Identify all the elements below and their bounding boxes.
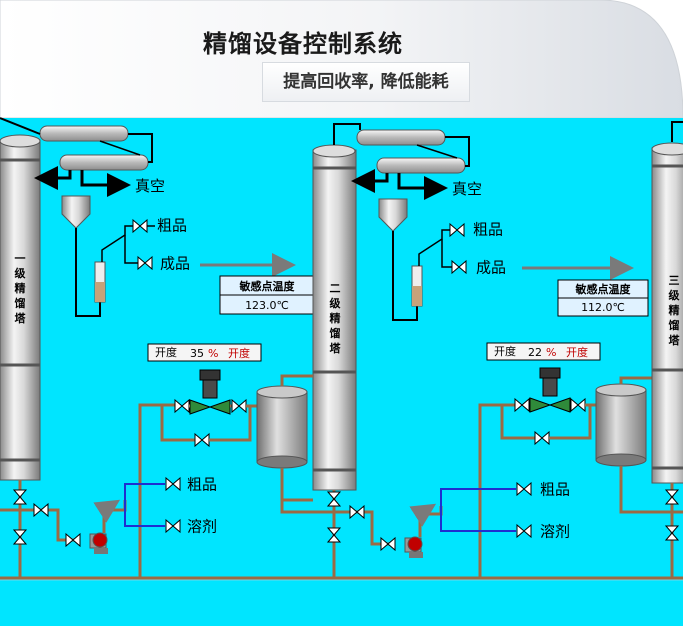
- feed-line-solvent-2: [440, 503, 516, 532]
- tower-1-label-char-4: 馏: [15, 296, 26, 310]
- crude-valve-2[interactable]: [449, 222, 465, 238]
- tower-3-label-char-2: 级: [668, 288, 681, 302]
- sensor-value-2: 112.0℃: [581, 301, 625, 314]
- tower-1-label-char-3: 精: [15, 281, 26, 295]
- drain-valve-1[interactable]: [33, 502, 49, 518]
- product-out-label-2: 成品: [476, 259, 506, 277]
- valve-2-left[interactable]: [514, 397, 530, 413]
- tower-2-label-char-4: 馏: [330, 326, 341, 340]
- reboiler-2[interactable]: [595, 389, 647, 461]
- subtitle-badge: 提高回收率, 降低能耗: [262, 62, 470, 102]
- feed-crude-label-1: 粗品: [187, 476, 217, 494]
- tower-3-label-char-1: 三: [669, 274, 680, 287]
- opening-label-1: 开度: [155, 345, 177, 359]
- opening-value-1: 35: [190, 347, 204, 360]
- crude-out-label-1: 粗品: [157, 217, 187, 235]
- opening-indicator-2: [486, 342, 601, 361]
- control-valve-2[interactable]: [529, 397, 571, 413]
- opening-indicator-1: [147, 343, 262, 362]
- reboiler-1[interactable]: [256, 391, 308, 463]
- condenser-1a[interactable]: [39, 125, 129, 142]
- feed-solvent-valve-2[interactable]: [516, 523, 532, 539]
- bottom-valve-1b[interactable]: [12, 529, 28, 545]
- tower-3-column[interactable]: [651, 147, 683, 484]
- vacuum-label-1: 真空: [135, 177, 165, 195]
- unit-1: 一 级 精 馏 塔 真空: [0, 117, 316, 578]
- page-title: 精馏设备控制系统: [203, 30, 403, 58]
- feed-line-crude-1: [124, 483, 165, 497]
- feed-line-solvent-1: [124, 497, 165, 527]
- bottom-valve-2b[interactable]: [326, 527, 342, 543]
- condenser-1b[interactable]: [59, 154, 149, 171]
- bottom-valve-3b[interactable]: [664, 525, 680, 541]
- feed-solvent-valve-1[interactable]: [165, 518, 181, 534]
- opening-value-2: 22: [528, 346, 542, 359]
- feed-crude-label-2: 粗品: [540, 481, 570, 499]
- product-out-label-1: 成品: [160, 255, 190, 273]
- bottom-valve-1a[interactable]: [12, 489, 28, 505]
- bottom-valve-2a[interactable]: [326, 491, 342, 507]
- condenser-2a[interactable]: [356, 129, 446, 146]
- separator-1[interactable]: [61, 195, 91, 229]
- tower-1-label-char-5: 塔: [15, 311, 27, 325]
- feed-crude-valve-2[interactable]: [516, 481, 532, 497]
- sensor-title-1: 敏感点温度: [239, 279, 296, 293]
- pump-1[interactable]: [89, 532, 108, 554]
- bottom-valve-3a[interactable]: [664, 489, 680, 505]
- feed-line-crude-2: [440, 488, 516, 503]
- tower-3-label-char-3: 精: [669, 303, 680, 317]
- feed-solvent-label-1: 溶剂: [187, 518, 217, 536]
- crude-out-label-2: 粗品: [473, 221, 503, 239]
- unit-3: 三 级 精 馏 塔: [619, 121, 683, 578]
- product-valve-1[interactable]: [137, 255, 153, 271]
- vacuum-label-2: 真空: [452, 180, 482, 198]
- tower-2-label-char-3: 精: [330, 311, 341, 325]
- product-valve-2[interactable]: [451, 259, 467, 275]
- pump-2[interactable]: [404, 536, 423, 558]
- sensor-title-2: 敏感点温度: [575, 282, 632, 296]
- tower-2-label-char-5: 塔: [330, 341, 342, 355]
- pump-inlet-valve-1[interactable]: [65, 532, 81, 548]
- opening-unit-1: %: [208, 347, 218, 360]
- opening-unit-2: %: [546, 346, 556, 359]
- pump-inlet-valve-2[interactable]: [380, 536, 396, 552]
- opening-suffix-1: 开度: [228, 346, 250, 360]
- tower-1-column[interactable]: [0, 139, 41, 481]
- feed-crude-valve-1[interactable]: [165, 476, 181, 492]
- condenser-2b[interactable]: [376, 157, 466, 174]
- opening-suffix-2: 开度: [566, 345, 588, 359]
- tower-2-label-char-2: 级: [329, 296, 342, 310]
- tower-1-label-char-2: 级: [14, 266, 27, 280]
- vacuum-line-1: [34, 166, 72, 190]
- drain-valve-2[interactable]: [349, 504, 365, 520]
- tower-2-label-char-1: 二: [330, 282, 341, 295]
- sensor-value-1: 123.0℃: [245, 299, 289, 312]
- bypass-valve-1[interactable]: [194, 432, 210, 448]
- separator-2[interactable]: [378, 198, 408, 232]
- tower-3-label-char-5: 塔: [669, 333, 681, 347]
- tower-3-label-char-4: 馏: [669, 318, 680, 332]
- feed-solvent-label-2: 溶剂: [540, 523, 570, 541]
- valve-2-right[interactable]: [570, 397, 586, 413]
- header-panel: 精馏设备控制系统 提高回收率, 降低能耗: [0, 0, 683, 118]
- opening-label-2: 开度: [494, 344, 516, 358]
- tower-1-label-char-1: 一: [15, 252, 26, 265]
